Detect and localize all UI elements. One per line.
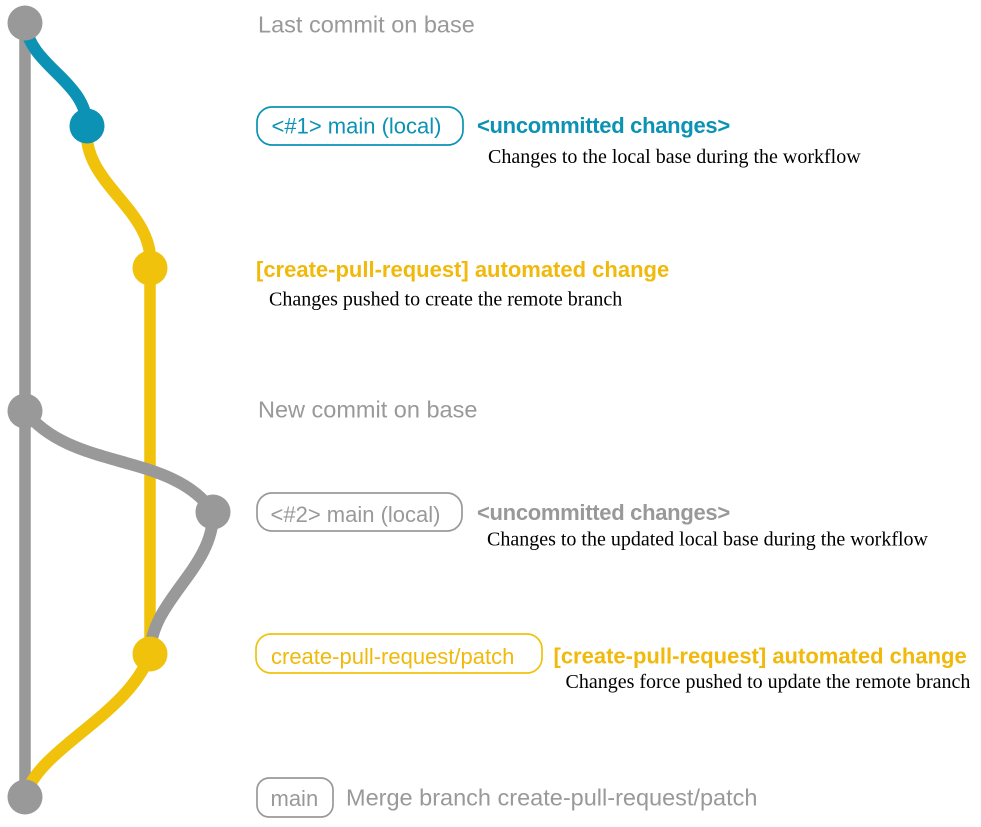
svg-text:<#1> main (local): <#1> main (local)	[272, 114, 442, 139]
svg-text:New commit on base: New commit on base	[258, 397, 477, 423]
svg-text:[create-pull-request] automate: [create-pull-request] automated change	[256, 257, 669, 282]
svg-text:Changes force pushed to update: Changes force pushed to update the remot…	[566, 671, 971, 693]
svg-text:<uncommitted changes>: <uncommitted changes>	[477, 113, 730, 138]
svg-text:Changes to the updated local b: Changes to the updated local base during…	[487, 529, 929, 551]
svg-text:<#2> main (local): <#2> main (local)	[271, 502, 441, 527]
svg-text:Last commit on base: Last commit on base	[258, 12, 475, 38]
svg-text:Merge branch create-pull-reque: Merge branch create-pull-request/patch	[346, 785, 757, 811]
svg-text:create-pull-request/patch: create-pull-request/patch	[271, 644, 514, 669]
svg-text:[create-pull-request] automate: [create-pull-request] automated change	[554, 644, 967, 669]
svg-text:main: main	[271, 786, 319, 811]
svg-text:<uncommitted changes>: <uncommitted changes>	[477, 500, 730, 525]
svg-text:Changes to the local base duri: Changes to the local base during the wor…	[488, 146, 861, 168]
svg-text:Changes pushed to create the r: Changes pushed to create the remote bran…	[269, 289, 622, 311]
